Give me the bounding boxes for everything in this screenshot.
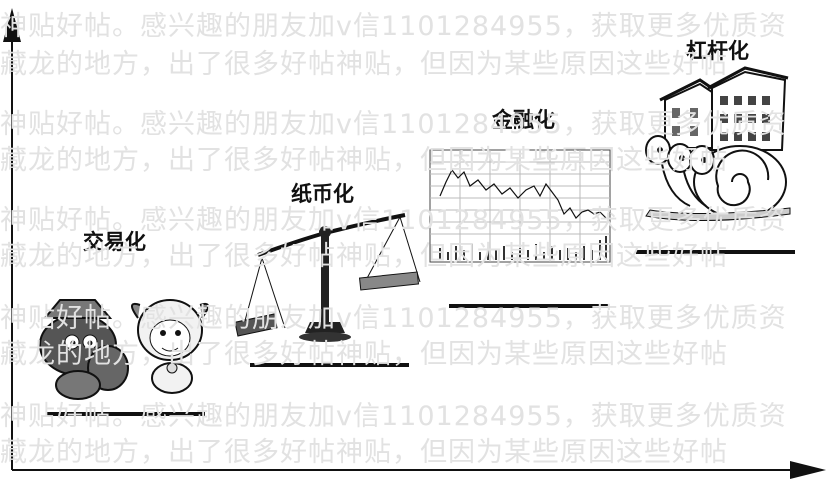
stage-label-trade: 交易化 [83,230,146,254]
stage-label-financialization: 金融化 [492,108,555,132]
x-axis-arrow-icon [790,461,826,479]
stage-bar-leverage [636,250,795,254]
y-axis-arrow-icon [3,8,21,42]
stage-label-leverage: 杠杆化 [686,39,749,63]
stage-bar-financialization [449,304,608,308]
stage-bar-trade [46,412,205,416]
stage-label-paper-money: 纸币化 [291,182,354,206]
stage-bar-paper-money [250,363,409,367]
